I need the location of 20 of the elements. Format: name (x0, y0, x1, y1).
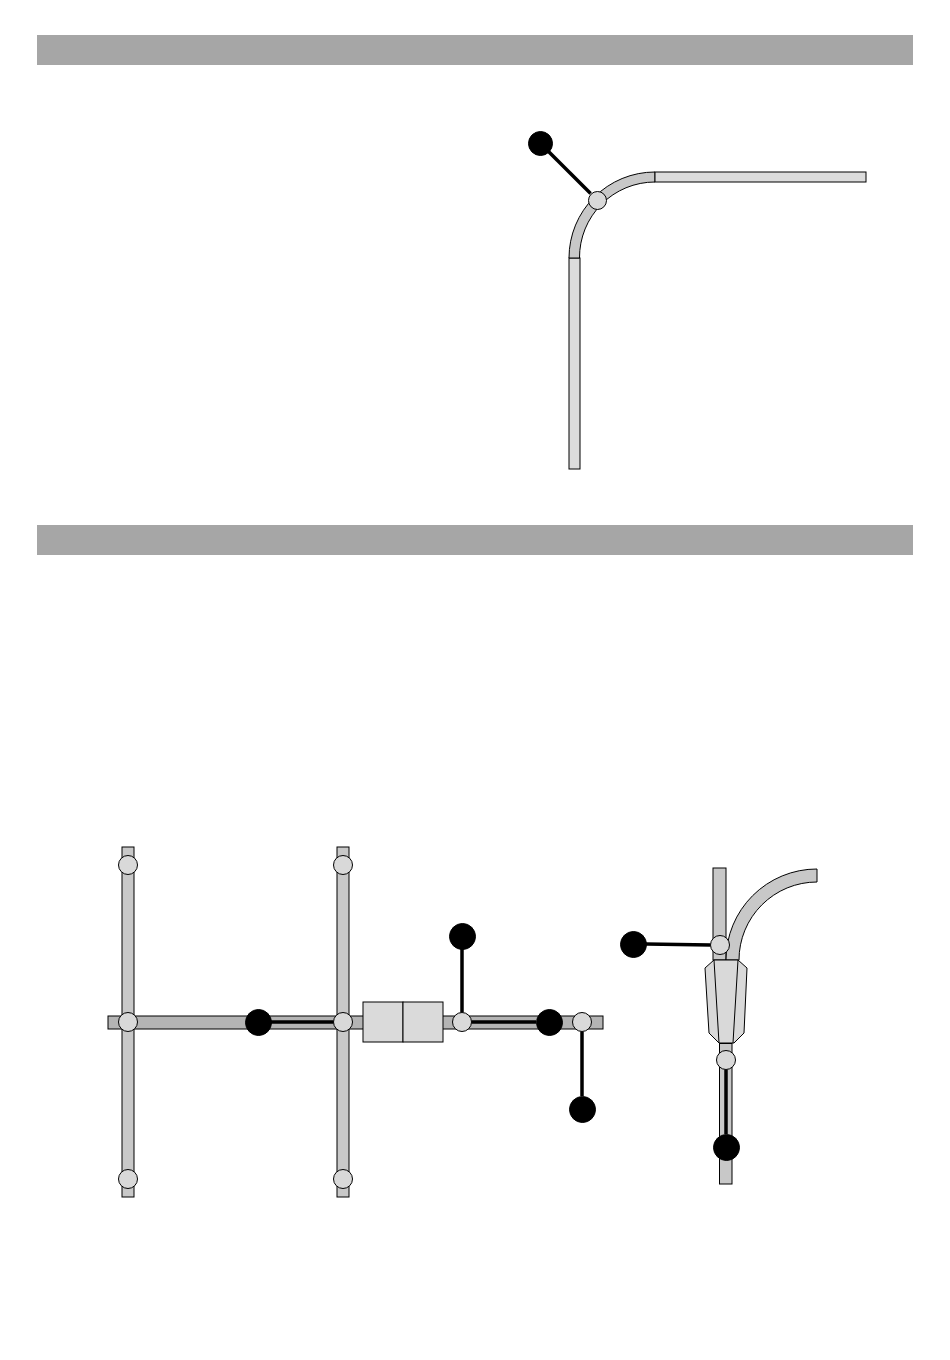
feeder-wire (645, 942, 711, 947)
feeder-wire (471, 1020, 536, 1024)
terminal-dot-icon (448, 922, 476, 950)
feeder-wire (460, 949, 464, 1013)
feeder-wire (580, 1031, 584, 1096)
rail-joiner-icon (333, 1012, 353, 1032)
terminal-dot-icon (527, 130, 553, 156)
rail-joiner-icon (716, 1050, 736, 1070)
terminal-dot-icon (244, 1008, 272, 1036)
feeder-wire (271, 1020, 334, 1024)
terminal-dot-icon (535, 1008, 563, 1036)
terminal-dot-icon (568, 1095, 596, 1123)
rail-joiner-icon (710, 935, 730, 955)
terminal-dot-icon (712, 1133, 740, 1161)
rail-joiner-icon (572, 1012, 592, 1032)
feeder-wire (547, 150, 592, 195)
rail-joiner-icon (452, 1012, 472, 1032)
feeder-wire (724, 1069, 728, 1134)
rail-joiner-icon (587, 190, 607, 210)
terminal-dot-icon (619, 930, 647, 958)
